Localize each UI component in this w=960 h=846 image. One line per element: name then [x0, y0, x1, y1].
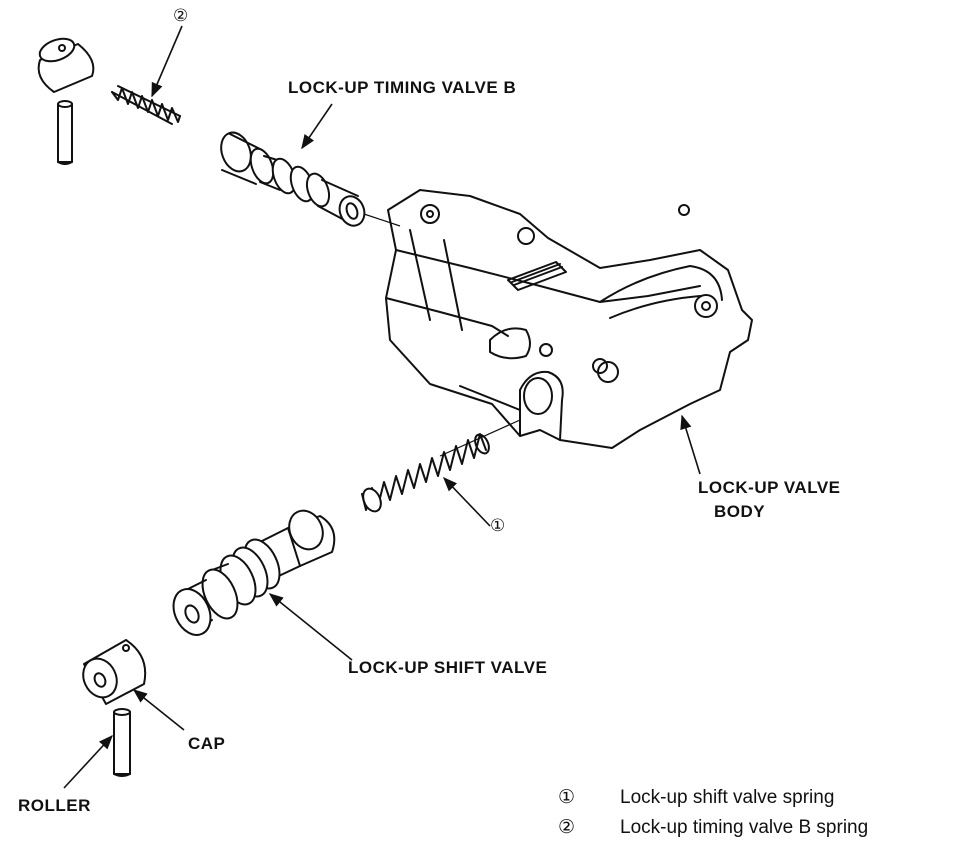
- legend-item-2: ② Lock-up timing valve B spring: [558, 816, 868, 839]
- label-shift-valve: LOCK-UP SHIFT VALVE: [348, 658, 548, 677]
- label-valve-body-line1: LOCK-UP VALVE: [698, 478, 841, 497]
- shift-valve-spring-part: [361, 433, 490, 513]
- legend-text: Lock-up shift valve spring: [620, 787, 835, 808]
- leader-spring-2: [151, 25, 183, 98]
- leader-cap: [132, 689, 185, 731]
- leader-roller: [63, 734, 113, 789]
- top-cap-part: [37, 37, 95, 93]
- leader-valve-body: [680, 414, 701, 475]
- label-valve-body-line2: BODY: [714, 502, 766, 521]
- leader-shift-valve: [268, 593, 353, 661]
- shift-valve-part: [172, 509, 336, 636]
- bottom-roller-part: [113, 708, 131, 777]
- bottom-cap-part: [82, 639, 147, 705]
- legend-number: ①: [558, 787, 576, 808]
- legend-text: Lock-up timing valve B spring: [620, 817, 869, 838]
- leader-timing-valve: [301, 103, 333, 150]
- label-roller: ROLLER: [18, 796, 91, 815]
- legend-item-1: ① Lock-up shift valve spring: [558, 786, 834, 809]
- timing-valve-centerline: [363, 213, 401, 227]
- label-cap: CAP: [188, 734, 226, 753]
- legend-number: ②: [558, 817, 576, 838]
- leader-spring-1: [443, 476, 491, 527]
- timing-valve-spring-part: [111, 85, 181, 125]
- callout-1: ①: [490, 516, 506, 536]
- shift-valve-centerline: [439, 419, 521, 457]
- top-roller-part: [57, 100, 73, 165]
- valve-body-part: [385, 189, 753, 449]
- label-timing-valve: LOCK-UP TIMING VALVE B: [288, 78, 517, 97]
- callout-2: ②: [173, 6, 189, 26]
- timing-valve-part: [220, 131, 366, 227]
